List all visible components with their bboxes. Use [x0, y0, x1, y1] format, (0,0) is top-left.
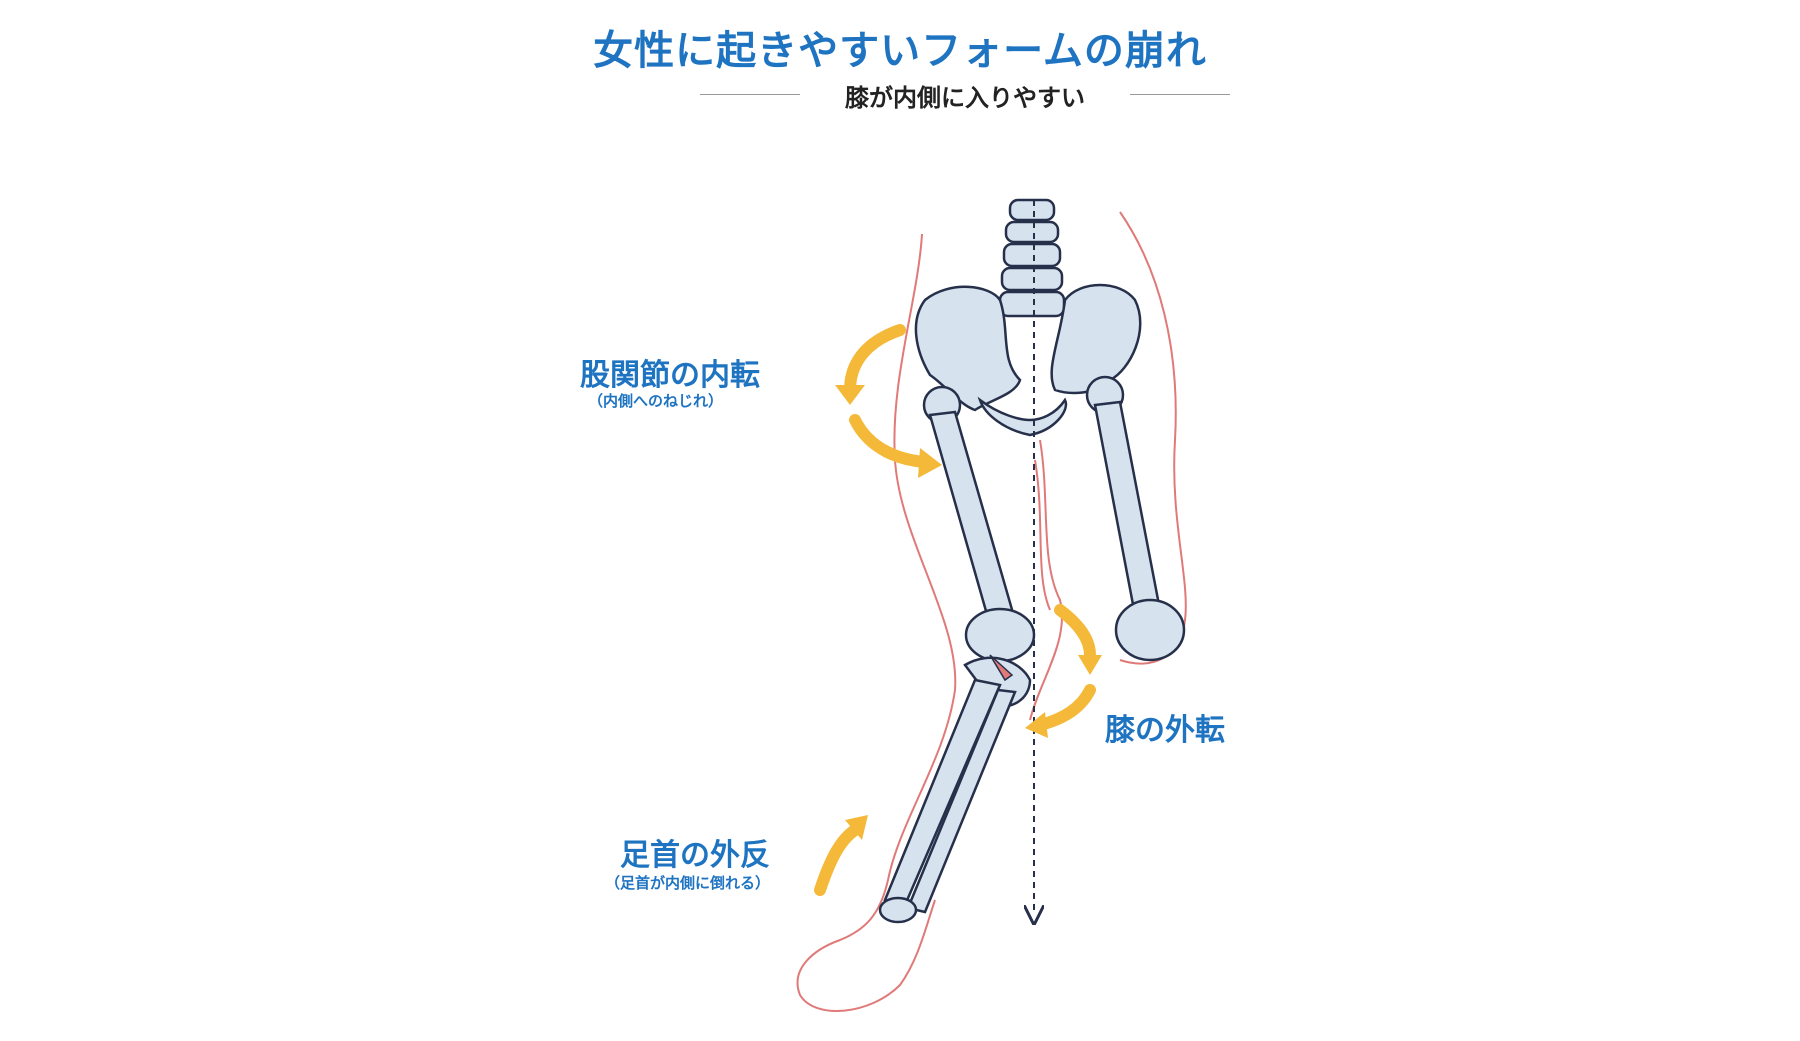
spine — [998, 198, 1066, 318]
subtitle-row: 膝が内側に入りやすい — [700, 78, 1230, 112]
ankle-eversion-arrowhead — [845, 815, 868, 840]
diagram-subtitle: 膝が内側に入りやすい — [845, 84, 1085, 112]
lower-leg — [878, 656, 1032, 924]
ankle-sublabel: （足首が内側に倒れる） — [605, 874, 771, 892]
hip-rotation-arrows — [844, 324, 931, 468]
subtitle-right-rule — [1130, 94, 1230, 95]
ankle-eversion-arrow — [814, 824, 861, 896]
pelvis — [914, 283, 1142, 437]
diagram-title: 女性に起きやすいフォームの崩れ — [593, 28, 1207, 74]
hip-rotation-arrowheads — [835, 385, 942, 478]
knee-label: 膝の外転 — [1105, 713, 1225, 748]
knee-abduction-arrowheads — [1025, 655, 1102, 738]
knee-abduction-arrows — [1034, 604, 1096, 731]
hip-label: 股関節の内転 — [580, 358, 760, 393]
hip-sublabel: （内側へのねじれ） — [588, 392, 724, 410]
knee-ligament — [989, 654, 1014, 682]
ankle-label: 足首の外反 — [620, 838, 770, 873]
subtitle-left-rule — [700, 94, 800, 95]
femur-right — [1085, 375, 1186, 662]
